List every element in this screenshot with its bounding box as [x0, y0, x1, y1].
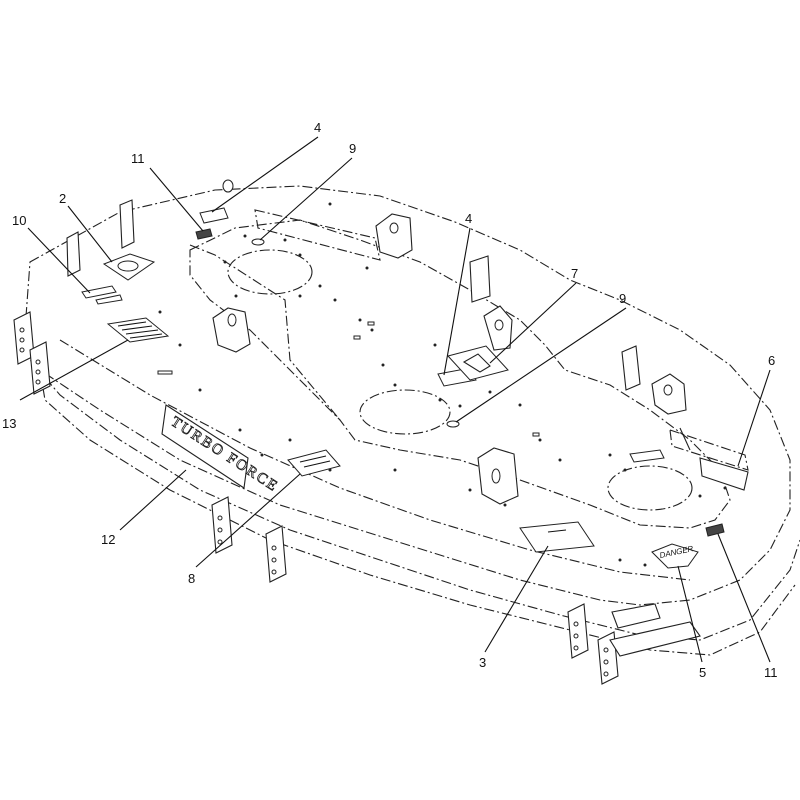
decal-10 [81, 285, 117, 299]
callout-7: 7 [571, 266, 578, 281]
decal-10b [95, 294, 123, 305]
bracket-left-rear-1 [66, 231, 81, 277]
bracket-left-front-2 [29, 341, 51, 395]
bracket-front-mid-2 [265, 525, 287, 583]
callout-5: 5 [699, 665, 706, 680]
callout-11-bottom: 11 [764, 665, 778, 680]
spindle-cap-center [446, 420, 460, 428]
callout-6: 6 [768, 353, 775, 368]
callout-11-top: 11 [131, 151, 145, 166]
leader-8 [195, 473, 301, 568]
blade-openings [227, 249, 693, 511]
decal-3 [519, 521, 595, 553]
callout-4-top: 4 [314, 120, 321, 135]
leader-7 [489, 282, 577, 364]
bolt-holes [157, 202, 727, 567]
leader-4-mid [443, 227, 471, 376]
inner-plate [189, 219, 731, 529]
right-rail [669, 429, 749, 471]
decal-13 [106, 317, 170, 343]
callout-3: 3 [479, 655, 486, 670]
leader-13 [19, 339, 129, 401]
deck-skirt-lower-2 [39, 369, 796, 656]
blade-opening-right [607, 465, 693, 511]
callout-9-mid: 9 [619, 291, 626, 306]
callout-labels: 4 9 11 2 10 13 12 8 4 7 9 6 3 5 11 [2, 120, 778, 680]
callout-13: 13 [2, 416, 16, 431]
blade-opening-center [359, 389, 451, 435]
leader-3 [484, 545, 549, 653]
bracket-front-mid-1 [211, 496, 233, 554]
blade-opening-left [227, 249, 313, 295]
leader-11-top [149, 167, 204, 232]
leader-5 [677, 565, 703, 663]
rear-rail [254, 209, 381, 261]
deck-body [24, 185, 800, 656]
decal-13-text-lines [117, 321, 163, 339]
front-baffle [59, 339, 691, 581]
callout-8: 8 [188, 571, 195, 586]
callout-2: 2 [59, 191, 66, 206]
spindle-caps [222, 179, 460, 428]
bracket-front-right-1 [567, 603, 589, 659]
leader-10 [27, 227, 91, 294]
bracket-right-1 [621, 345, 641, 391]
callout-9-top: 9 [349, 141, 356, 156]
bracket-left-rear-2 [119, 199, 135, 249]
decal-7 [447, 345, 509, 381]
decal-11-top [195, 228, 213, 240]
decal-8 [287, 449, 341, 477]
brand-plate [161, 404, 249, 489]
leader-6 [737, 369, 771, 467]
leader-2 [67, 205, 113, 263]
leader-12 [119, 469, 187, 531]
bracket-left-mid [212, 307, 251, 353]
callout-10: 10 [12, 213, 26, 228]
decal-11-bottom [705, 523, 725, 537]
callout-4-mid: 4 [465, 211, 472, 226]
front-roller-bar-2 [611, 603, 661, 629]
leader-lines [19, 136, 771, 663]
grease-fitting [222, 179, 234, 193]
leader-4-top [211, 136, 319, 213]
deck-skirt-lower [24, 329, 800, 641]
leader-9-top [259, 157, 353, 241]
spindle-cap-left [251, 238, 265, 246]
callout-12: 12 [101, 532, 115, 547]
bracket-right-rear-1 [469, 255, 491, 303]
decal-5 [651, 543, 699, 569]
bracket-rear-center [375, 213, 413, 259]
decal-6 [629, 449, 665, 463]
left-side-flange [189, 244, 341, 421]
leader-9-mid [455, 307, 627, 423]
deflector-bracket [699, 457, 749, 491]
leader-11-bottom [717, 533, 771, 663]
deck-top-outline [24, 185, 791, 606]
front-roller-bar [609, 621, 701, 657]
mounting-brackets [13, 199, 749, 685]
